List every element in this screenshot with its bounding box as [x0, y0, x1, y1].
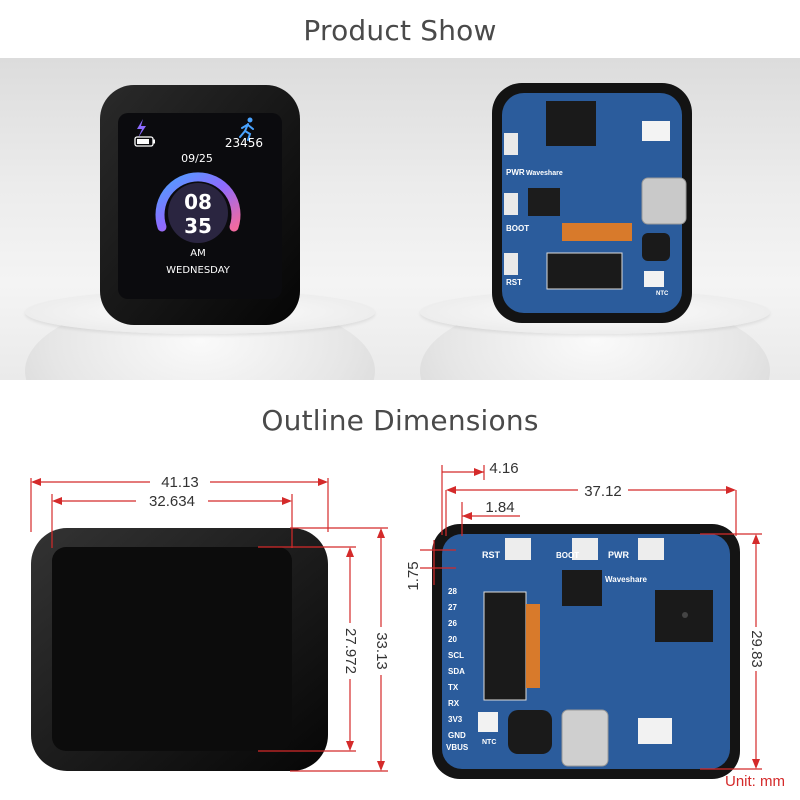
fpc-ribbon [526, 604, 540, 688]
arrow [52, 497, 62, 505]
weekday-text: WEDNESDAY [166, 265, 231, 276]
power-chip [562, 570, 602, 606]
pwr-button [504, 133, 518, 155]
rst-label: RST [506, 278, 522, 287]
arrow [346, 741, 354, 751]
arrow [377, 528, 385, 538]
arrow [31, 478, 41, 486]
boot-button [504, 193, 518, 215]
front-outline-drawing: 41.13 32.634 27.972 33.13 [30, 472, 391, 772]
arrow [282, 497, 292, 505]
label-bg [578, 481, 628, 499]
pin-label: SCL [448, 651, 464, 660]
board-back-photo: PWR BOOT RST Waveshare NTC [492, 83, 692, 323]
usb-c-port [641, 177, 687, 225]
arrow [752, 759, 760, 769]
active-width-label: 32.634 [149, 493, 195, 510]
boot-label: BOOT [556, 551, 579, 560]
offset-a-label: 4.16 [489, 460, 518, 477]
battery-connector [642, 121, 670, 141]
fpc-connector [546, 252, 623, 290]
mcu-marker [682, 612, 688, 618]
arrow [474, 468, 484, 476]
label-bg [371, 627, 391, 675]
product-show-title: Product Show [303, 14, 497, 47]
pin-label: 20 [448, 635, 457, 644]
rst-button [504, 253, 518, 275]
steps-count: 23456 [225, 136, 263, 150]
fpc-ribbon [562, 223, 632, 241]
front-width-label: 41.13 [161, 474, 199, 491]
battery-connector [638, 718, 672, 744]
boot-button [572, 538, 598, 560]
board-outline-drawing: RST PWR BOOT Waveshare NTC VBUS GND 3V3 … [405, 460, 785, 790]
pin-labels: VBUS GND 3V3 RX TX SDA SCL 20 26 27 28 [446, 587, 469, 752]
label-bg [746, 627, 766, 671]
boot-label: BOOT [506, 224, 529, 233]
clock-ring [155, 172, 241, 232]
battery-icon [134, 136, 155, 147]
rst-button [505, 538, 531, 560]
board-height-label: 29.83 [748, 630, 765, 668]
usb-c-port [561, 709, 609, 767]
ampm-text: AM [190, 248, 205, 259]
label-bg [150, 472, 210, 492]
pin-label: SDA [448, 667, 465, 676]
clock-minute: 35 [184, 214, 212, 238]
pin-label: 28 [448, 587, 457, 596]
rst-label: RST [482, 550, 501, 560]
arrow [752, 534, 760, 544]
ntc-connector [478, 712, 498, 732]
pin-label: RX [448, 699, 460, 708]
ntc-label: NTC [482, 739, 496, 746]
front-height-label: 33.13 [373, 632, 390, 670]
arrow [377, 761, 385, 771]
ntc-label: NTC [656, 291, 669, 297]
pwr-button [638, 538, 664, 560]
arrow [726, 486, 736, 494]
fpc-connector [483, 591, 527, 701]
label-bg [340, 623, 360, 679]
offset-c-label: 1.75 [405, 561, 422, 590]
lightning-icon [137, 119, 146, 138]
arrow [346, 547, 354, 557]
arrow [318, 478, 328, 486]
pin-label: GND [448, 731, 466, 740]
brand-label: Waveshare [526, 170, 563, 177]
power-chip [528, 188, 560, 216]
date-text: 09/25 [181, 152, 213, 165]
running-person-icon [239, 117, 254, 141]
ntc-connector [644, 271, 664, 287]
board-width-label: 37.12 [584, 483, 622, 500]
arrow [446, 486, 456, 494]
pin-label: TX [448, 683, 459, 692]
buzzer [642, 233, 670, 261]
pin-label: 26 [448, 619, 457, 628]
pwr-label: PWR [506, 168, 525, 177]
outline-dimensions-title: Outline Dimensions [261, 404, 539, 437]
clock-hour: 08 [184, 190, 212, 214]
arrow [462, 512, 472, 520]
clock-face [168, 183, 228, 243]
pin-label: VBUS [446, 743, 469, 752]
unit-label: Unit: mm [725, 773, 785, 790]
pwr-label: PWR [608, 550, 629, 560]
watch-front-photo: 23456 09/25 08 35 AM WEDNESDAY [100, 85, 300, 325]
pin-label: 27 [448, 603, 457, 612]
pin-label: 3V3 [448, 715, 463, 724]
mcu-chip [546, 101, 596, 146]
offset-b-label: 1.84 [485, 499, 514, 516]
active-height-label: 27.972 [342, 628, 359, 674]
active-area-outline [52, 547, 292, 751]
brand-label: Waveshare [605, 575, 648, 584]
label-bg [136, 491, 208, 511]
buzzer [508, 710, 552, 754]
